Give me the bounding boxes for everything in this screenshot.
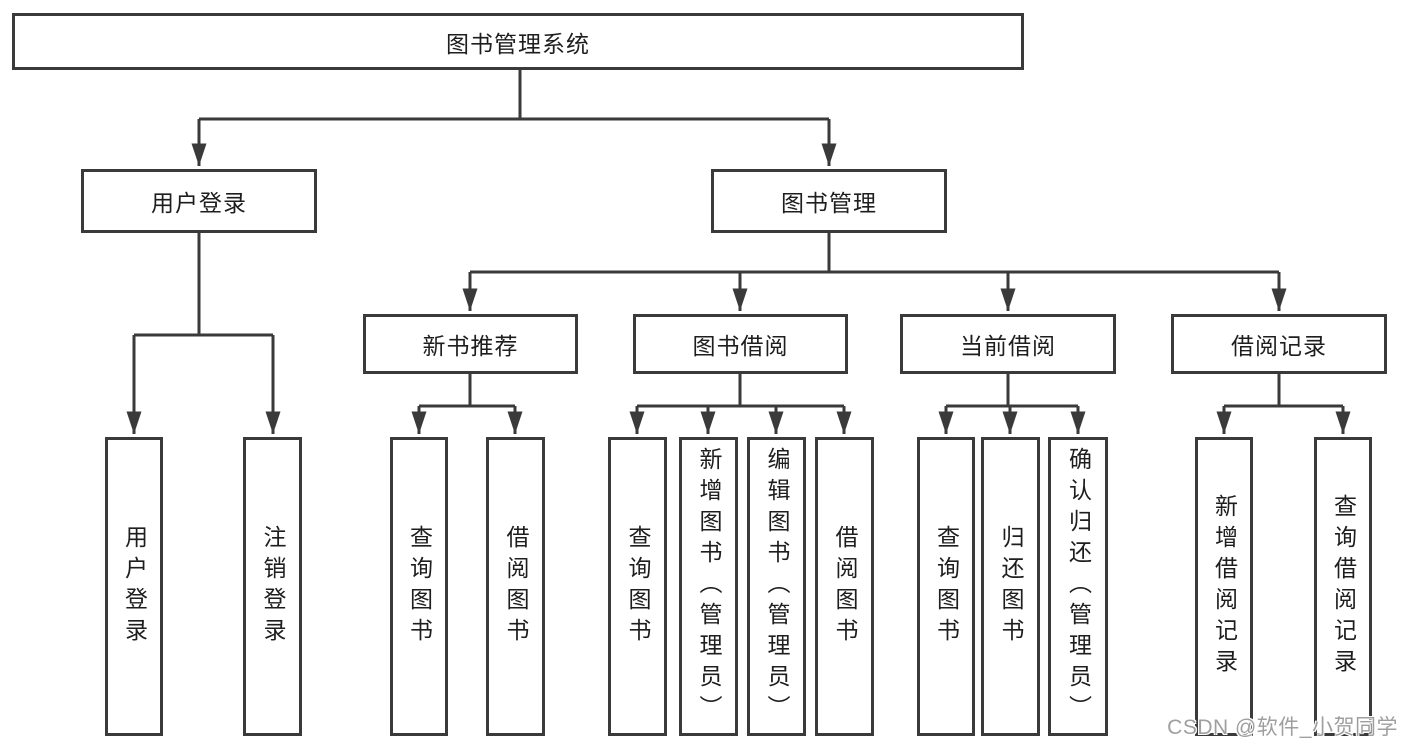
node-label: 注销登录: [260, 524, 286, 649]
leaf-borrow-books-recommend: 借阅图书: [486, 437, 545, 736]
node-label: 归还图书: [998, 524, 1024, 649]
leaf-confirm-return-admin: 确认归还（管理员）: [1048, 437, 1108, 736]
leaf-logout: 注销登录: [243, 437, 302, 736]
node-label: 新增图书（管理员）: [696, 447, 722, 726]
leaf-borrow-books: 借阅图书: [815, 437, 874, 736]
node-label: 图书管理系统: [446, 30, 590, 57]
leaf-user-login: 用户登录: [105, 437, 163, 736]
node-label: 查询图书: [406, 524, 433, 649]
node-label: 当前借阅: [960, 333, 1056, 359]
node-label: 借阅图书: [503, 524, 529, 649]
node-label: 新书推荐: [422, 333, 519, 359]
leaf-add-books-admin: 新增图书（管理员）: [679, 437, 738, 736]
node-label: 确认归还（管理员）: [1065, 447, 1092, 726]
node-label: 查询借阅记录: [1330, 493, 1357, 680]
leaf-add-borrow-record: 新增借阅记录: [1195, 437, 1253, 736]
node-label: 图书借阅: [692, 333, 789, 359]
node-new-book-recommend: 新书推荐: [363, 314, 578, 374]
csdn-watermark: CSDN @软件_小贺同学: [1167, 716, 1398, 739]
leaf-query-books-borrow: 查询图书: [608, 437, 667, 736]
node-label: 查询图书: [933, 524, 960, 649]
node-label: 查询图书: [625, 524, 651, 649]
node-current-borrow: 当前借阅: [900, 314, 1116, 374]
node-book-borrow: 图书借阅: [633, 314, 848, 374]
connector-arrows: [126, 119, 1351, 434]
leaf-query-books-recommend: 查询图书: [390, 437, 448, 736]
node-label: 借阅图书: [832, 524, 858, 649]
node-system-root: 图书管理系统: [12, 13, 1024, 70]
node-label: 新增借阅记录: [1211, 493, 1238, 680]
node-borrow-records: 借阅记录: [1171, 314, 1387, 374]
node-label: 编辑图书（管理员）: [764, 447, 790, 726]
node-label: 用户登录: [121, 524, 148, 649]
leaf-return-books: 归还图书: [981, 437, 1040, 736]
node-label: 用户登录: [151, 190, 247, 216]
leaf-query-books-current: 查询图书: [917, 437, 975, 736]
node-label: 图书管理: [781, 190, 877, 216]
leaf-query-borrow-record: 查询借阅记录: [1314, 437, 1372, 736]
node-user-login: 用户登录: [81, 169, 317, 233]
leaf-edit-books-admin: 编辑图书（管理员）: [747, 437, 806, 736]
node-label: 借阅记录: [1231, 333, 1327, 359]
node-book-management: 图书管理: [711, 169, 947, 233]
